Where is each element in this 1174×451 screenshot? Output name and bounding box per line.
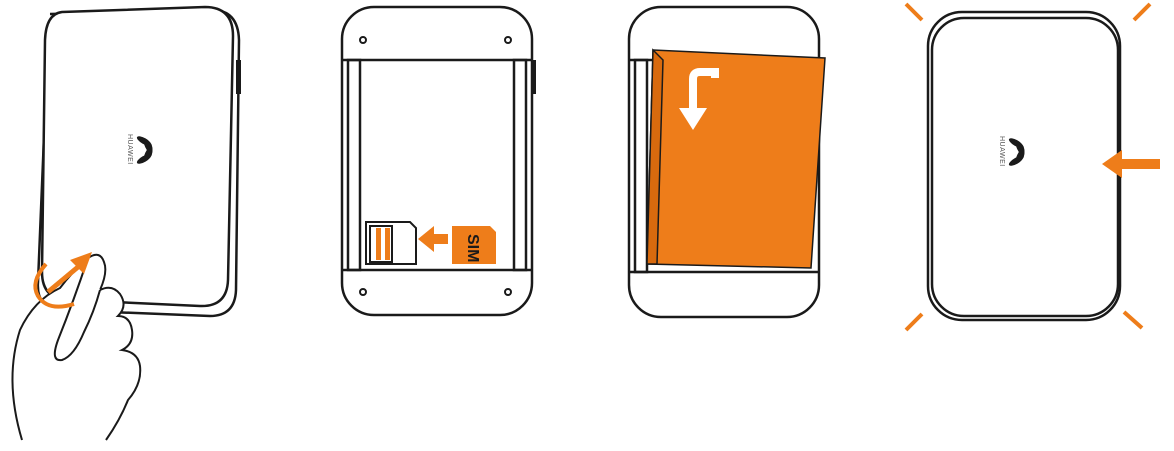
huawei-flower-icon: [1008, 138, 1025, 166]
device-diagram-3: [627, 5, 826, 319]
sim-slot: [365, 221, 417, 265]
device-diagram-2: SIM: [340, 5, 536, 317]
right-rail: [512, 58, 528, 272]
left-arrow-icon: [418, 226, 448, 252]
device-cover: [930, 16, 1120, 318]
screw-hole: [359, 36, 367, 44]
brand-wordmark: HUAWEI: [998, 136, 1005, 167]
battery: [646, 48, 826, 269]
curved-arrow-icon: [70, 252, 92, 274]
device-diagram-1: HUAWEI: [11, 5, 241, 441]
step-close-cover: HUAWEI: [890, 0, 1174, 451]
left-arrow-icon: [1102, 150, 1160, 178]
brand-wordmark: HUAWEI: [126, 134, 133, 165]
screw-hole: [504, 288, 512, 296]
curve-arc: [33, 262, 75, 309]
turn-down-arrow-icon: [679, 68, 719, 130]
screw-hole: [504, 36, 512, 44]
sim-card: SIM: [452, 226, 496, 264]
step-insert-sim: SIM: [330, 0, 550, 451]
step-place-battery: [615, 0, 845, 451]
thumb-outline: [53, 257, 101, 362]
side-button: [236, 60, 241, 94]
left-rail: [633, 58, 649, 274]
left-rail: [346, 58, 362, 272]
device-diagram-4: HUAWEI: [904, 2, 1160, 332]
sim-label: SIM: [464, 234, 481, 262]
side-button: [531, 60, 536, 94]
huawei-flower-icon: [136, 136, 153, 164]
device-cover: [40, 5, 235, 308]
corner-tick-marks: [904, 2, 1152, 332]
step-open-cover: HUAWEI: [0, 0, 260, 451]
screw-hole: [359, 288, 367, 296]
